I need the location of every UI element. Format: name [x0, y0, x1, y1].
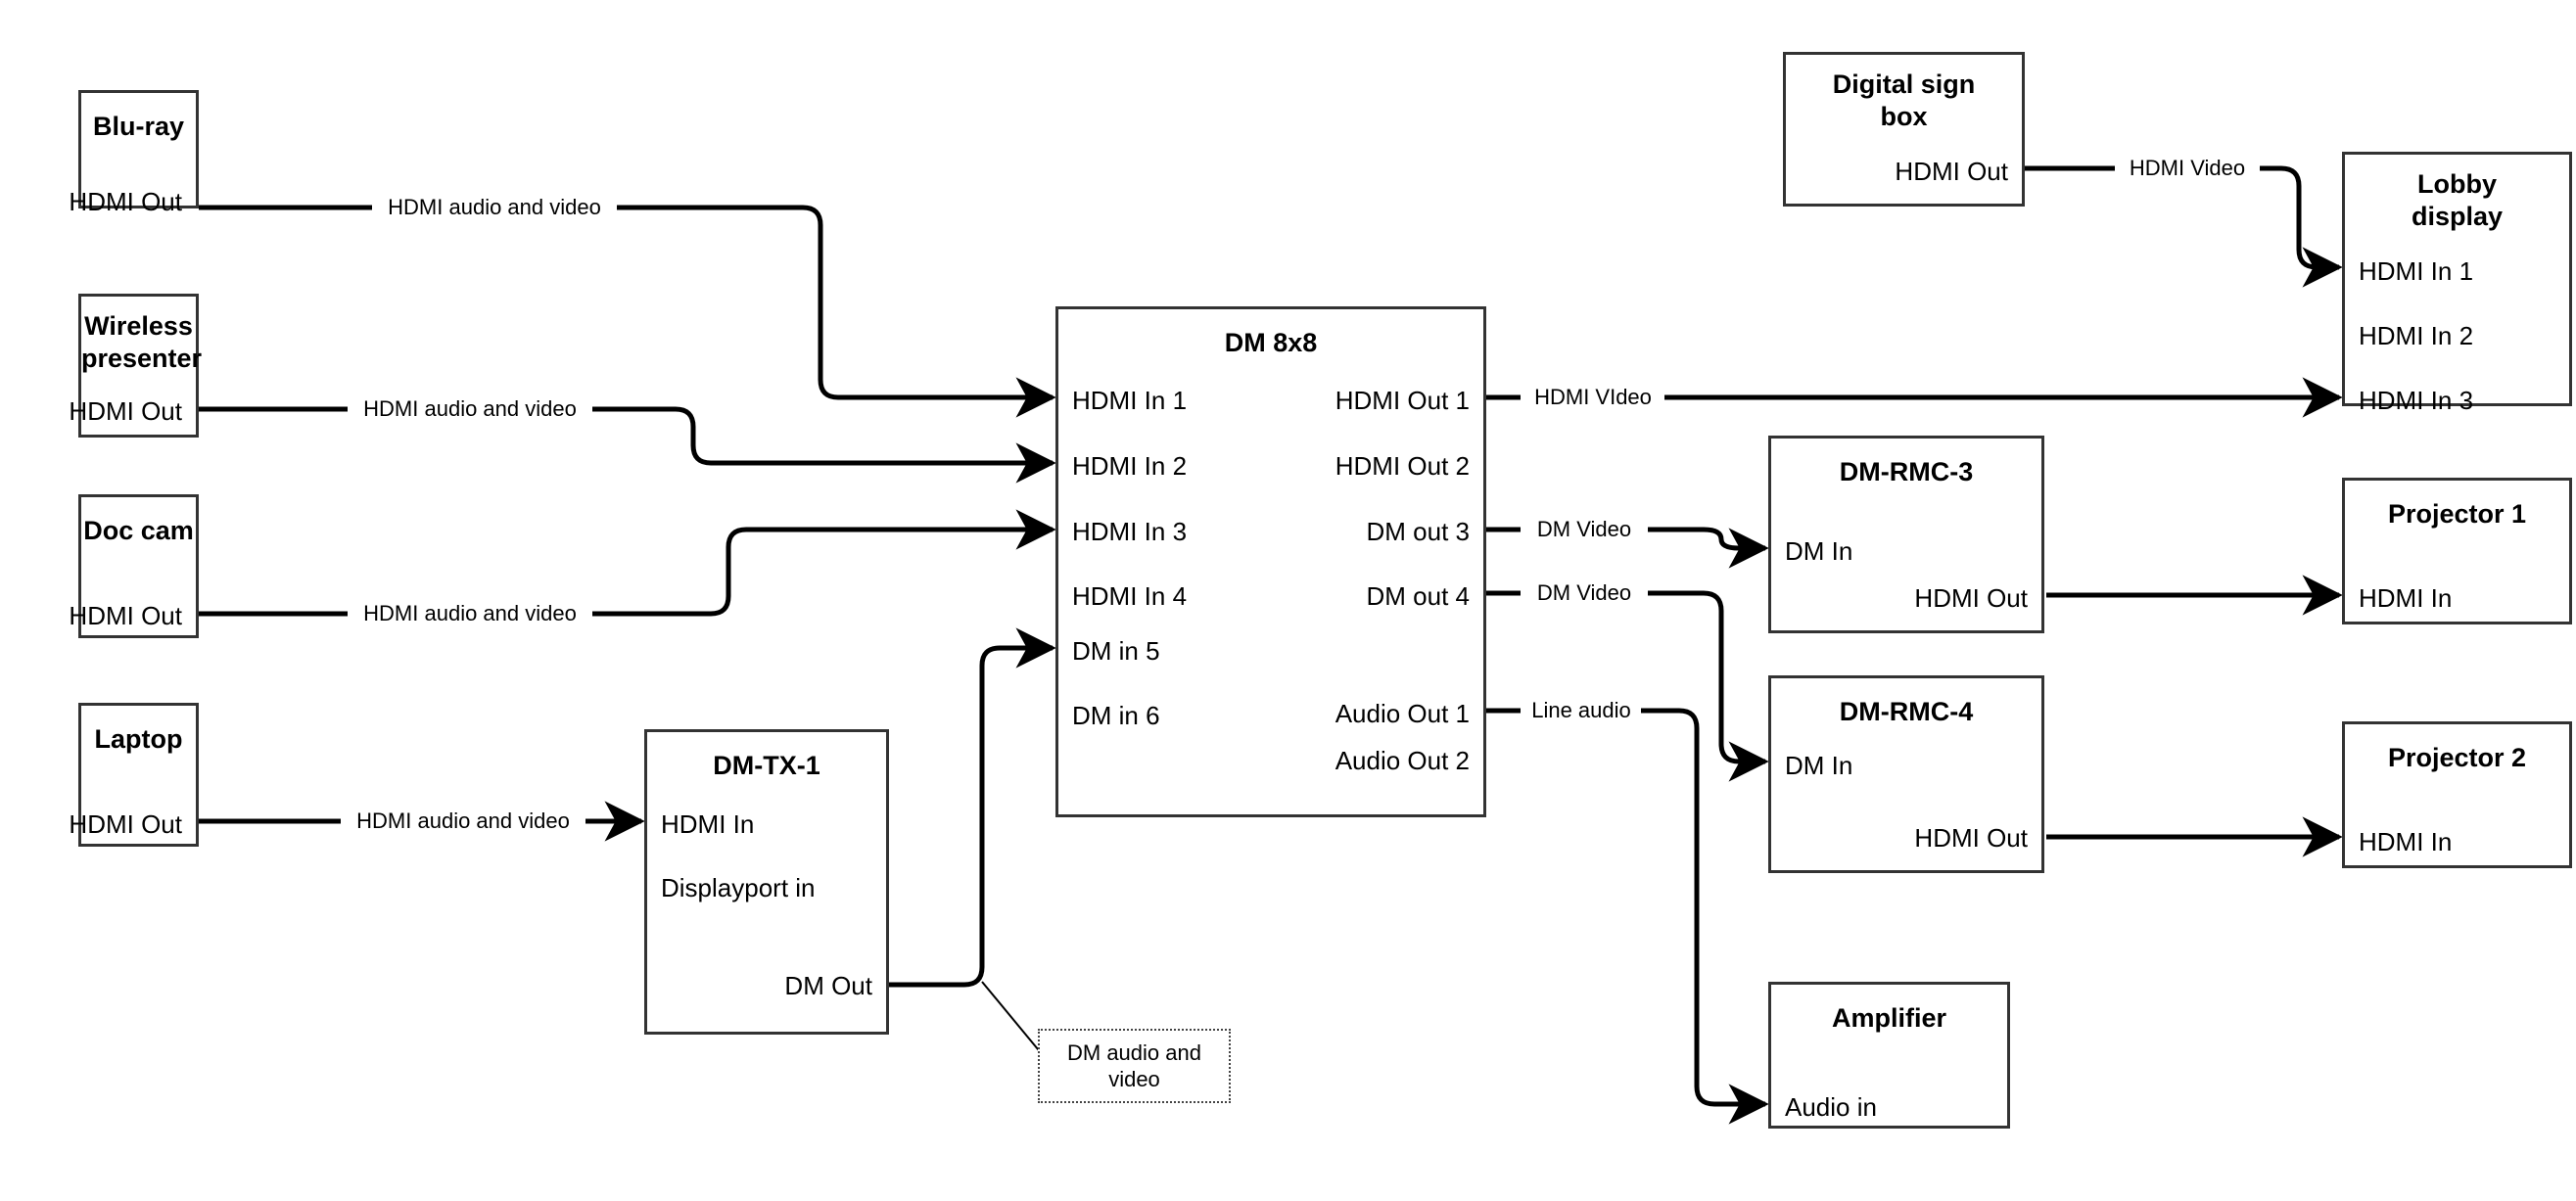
wire-audioout1-to-amplifier-b	[1641, 708, 1769, 1125]
port-dm-8x8-hdmi-in-3[interactable]: HDMI In 3	[1072, 517, 1188, 546]
port-digital-sign-box-hdmi-out[interactable]: HDMI Out	[1895, 157, 2008, 186]
port-dm-8x8-hdmi-in-4[interactable]: HDMI In 4	[1072, 581, 1188, 611]
port-laptop-hdmi-out[interactable]: HDMI Out	[69, 809, 182, 839]
leader-note-to-wire	[981, 981, 1044, 1056]
node-lobby-display[interactable]: Lobby display HDMI In 1 HDMI In 2 HDMI I…	[2342, 152, 2572, 415]
note-dm-audio-and-video: DM audio and video	[1038, 1029, 1231, 1103]
edge-label-doc-cam-to-dm8x8: HDMI audio and video	[359, 601, 581, 626]
node-wireless-presenter-title-line1: Wireless	[84, 311, 193, 341]
edge-label-dmout3-to-rmc3: DM Video	[1532, 517, 1636, 542]
wire-dmout4-to-rmc4-b	[1648, 590, 1769, 782]
node-blu-ray[interactable]: Blu-ray HDMI Out	[69, 90, 199, 216]
wire-wireless-to-dm8x8-b	[592, 406, 1056, 484]
port-lobby-display-hdmi-in-3[interactable]: HDMI In 3	[2359, 386, 2474, 415]
port-doc-cam-hdmi-out[interactable]: HDMI Out	[69, 601, 182, 630]
node-dm-rmc-3[interactable]: DM-RMC-3 DM In HDMI Out	[1768, 436, 2044, 633]
port-dm-tx-1-dm-out[interactable]: DM Out	[784, 971, 872, 1000]
port-dm-tx-1-hdmi-in[interactable]: HDMI In	[661, 809, 755, 839]
port-dm-rmc-3-dm-in[interactable]: DM In	[1785, 536, 1853, 566]
port-dm-8x8-hdmi-in-1[interactable]: HDMI In 1	[1072, 386, 1188, 415]
node-dm-tx-1-title: DM-TX-1	[713, 751, 820, 780]
port-dm-8x8-hdmi-out-2[interactable]: HDMI Out 2	[1335, 451, 1470, 481]
port-dm-8x8-hdmi-out-1[interactable]: HDMI Out 1	[1335, 386, 1470, 415]
wire-dmout3-to-rmc3-b	[1648, 527, 1769, 569]
port-dm-rmc-4-dm-in[interactable]: DM In	[1785, 751, 1853, 780]
port-amplifier-audio-in[interactable]: Audio in	[1785, 1092, 1877, 1122]
node-digital-sign-box-title-line2: box	[1880, 102, 1928, 131]
port-lobby-display-hdmi-in-1[interactable]: HDMI In 1	[2359, 256, 2474, 286]
port-dm-rmc-4-hdmi-out[interactable]: HDMI Out	[1914, 823, 2028, 853]
port-dm-8x8-audio-out-1[interactable]: Audio Out 1	[1335, 699, 1470, 728]
port-dm-8x8-hdmi-in-2[interactable]: HDMI In 2	[1072, 451, 1188, 481]
wire-dmtx1-to-dm8x8	[889, 627, 1056, 988]
edge-label-digitalsign-to-lobby: HDMI Video	[2125, 156, 2250, 181]
node-doc-cam-title: Doc cam	[83, 516, 194, 545]
node-amplifier[interactable]: Amplifier Audio in	[1768, 982, 2010, 1129]
port-blu-ray-hdmi-out[interactable]: HDMI Out	[69, 187, 182, 216]
node-dm-rmc-4[interactable]: DM-RMC-4 DM In HDMI Out	[1768, 675, 2044, 873]
node-laptop[interactable]: Laptop HDMI Out	[69, 703, 199, 847]
node-blu-ray-title: Blu-ray	[92, 112, 185, 141]
port-lobby-display-hdmi-in-2[interactable]: HDMI In 2	[2359, 321, 2474, 350]
edge-label-wireless-to-dm8x8: HDMI audio and video	[359, 396, 581, 422]
port-dm-tx-1-displayport-in[interactable]: Displayport in	[661, 873, 816, 902]
port-dm-rmc-3-hdmi-out[interactable]: HDMI Out	[1914, 583, 2028, 613]
node-projector-1[interactable]: Projector 1 HDMI In	[2342, 478, 2572, 624]
node-wireless-presenter-title-line2: presenter	[81, 344, 203, 373]
port-dm-8x8-audio-out-2[interactable]: Audio Out 2	[1335, 746, 1470, 775]
port-projector-1-hdmi-in[interactable]: HDMI In	[2359, 583, 2453, 613]
port-dm-8x8-dm-in-5[interactable]: DM in 5	[1072, 636, 1160, 666]
node-dm-rmc-3-title: DM-RMC-3	[1839, 457, 1974, 486]
port-projector-2-hdmi-in[interactable]: HDMI In	[2359, 827, 2453, 856]
port-dm-8x8-dm-out-3[interactable]: DM out 3	[1366, 517, 1471, 546]
node-projector-2[interactable]: Projector 2 HDMI In	[2342, 721, 2572, 868]
node-projector-1-title: Projector 1	[2387, 499, 2527, 529]
node-laptop-title: Laptop	[94, 724, 183, 754]
node-dm-8x8[interactable]: DM 8x8 HDMI In 1 HDMI In 2 HDMI In 3 HDM…	[1055, 306, 1486, 817]
node-digital-sign-box[interactable]: Digital sign box HDMI Out	[1783, 52, 2025, 207]
node-projector-2-title: Projector 2	[2387, 743, 2527, 772]
node-lobby-display-title-line2: display	[2411, 202, 2504, 231]
node-amplifier-title: Amplifier	[1831, 1003, 1947, 1033]
edge-label-dmout4-to-rmc4: DM Video	[1532, 580, 1636, 606]
node-digital-sign-box-title-line1: Digital sign	[1832, 69, 1976, 99]
node-dm-tx-1[interactable]: DM-TX-1 HDMI In Displayport in DM Out	[644, 729, 889, 1035]
node-dm-8x8-title: DM 8x8	[1224, 328, 1318, 357]
edge-label-laptop-to-dmtx1: HDMI audio and video	[352, 808, 574, 834]
edge-label-audioout1-to-amplifier: Line audio	[1527, 698, 1635, 723]
edge-label-blu-ray-to-dm8x8: HDMI audio and video	[384, 195, 605, 220]
wire-blu-ray-to-dm8x8-b	[617, 205, 1056, 418]
edge-label-hdmiout1-to-lobby: HDMI VIdeo	[1530, 385, 1656, 410]
node-dm-rmc-4-title: DM-RMC-4	[1839, 697, 1974, 726]
wire-doc-cam-to-dm8x8-b	[592, 509, 1056, 617]
node-wireless-presenter[interactable]: Wireless presenter HDMI Out	[69, 294, 203, 438]
port-dm-8x8-dm-in-6[interactable]: DM in 6	[1072, 701, 1160, 730]
node-doc-cam[interactable]: Doc cam HDMI Out	[69, 494, 199, 638]
port-wireless-presenter-hdmi-out[interactable]: HDMI Out	[69, 396, 182, 426]
port-dm-8x8-dm-out-4[interactable]: DM out 4	[1366, 581, 1471, 611]
wire-digitalsign-to-lobby-b	[2260, 165, 2343, 288]
node-lobby-display-title-line1: Lobby	[2417, 169, 2497, 199]
